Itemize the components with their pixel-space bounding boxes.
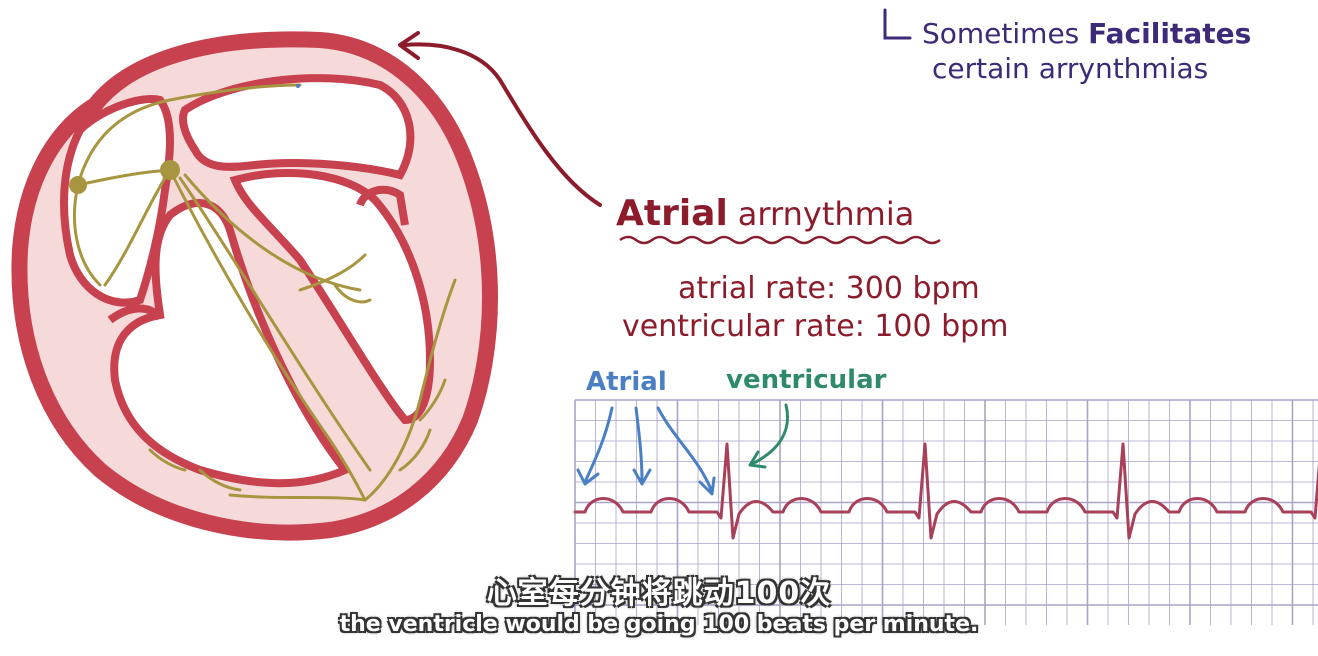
left-ventricle [229,168,435,425]
av-node [160,160,180,180]
atrial-arrows [576,406,716,496]
subtitle-chinese: 心室每分钟将跳动100次 [486,576,832,611]
atrial-rate: atrial rate: 300 bpm [678,271,980,306]
heart-illustration [11,31,498,541]
right-atrium [60,95,174,307]
notes-line-1: Sometimes Facilitates [922,17,1251,50]
subtitle-english: the ventricle would be going 100 beats p… [339,612,979,637]
left-atrium [179,74,415,180]
heart-dot [296,84,300,88]
pointer-arrow [398,31,602,207]
notes-bracket [883,8,912,40]
ventricular-rate: ventricular rate: 100 bpm [622,309,1008,344]
notes: Sometimes Facilitates certain arrynthmia… [883,8,1251,85]
ecg-trace [573,442,1318,540]
valve-flap [107,304,164,324]
title-underline [619,235,941,245]
arrow-head-icon [398,31,420,60]
conduction-system [72,83,457,502]
sa-node [69,176,87,194]
ventricular-arrow [748,403,789,469]
label-atrial: Atrial [586,367,667,397]
label-ventricular: ventricular [726,365,887,395]
notes-line-2: certain arrynthmias [932,52,1208,85]
aorta-stub [356,185,409,226]
